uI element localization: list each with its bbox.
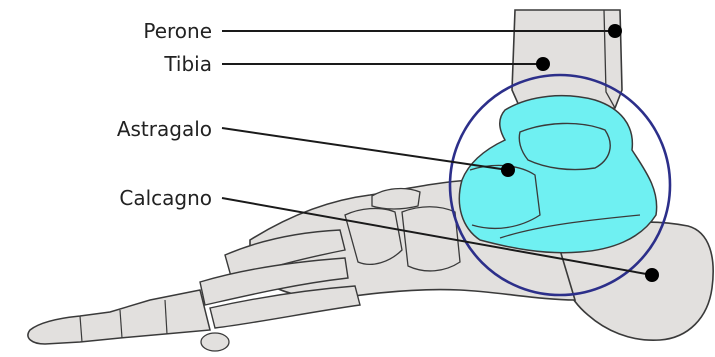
cuboid-outline (372, 189, 420, 209)
toe-phalanges (28, 290, 210, 344)
calcagno-label: Calcagno (119, 186, 212, 210)
perone-marker (608, 24, 622, 38)
talus-highlight (459, 96, 656, 253)
astragalo-marker (501, 163, 515, 177)
tibia-label: Tibia (163, 52, 212, 76)
astragalo-label: Astragalo (117, 117, 212, 141)
talus-dome-outline (519, 123, 610, 169)
perone-label: Perone (143, 19, 212, 43)
tibia-marker (536, 57, 550, 71)
calcagno-marker (645, 268, 659, 282)
astragalo-leader (222, 128, 508, 170)
sesamoid-bone (201, 333, 229, 351)
